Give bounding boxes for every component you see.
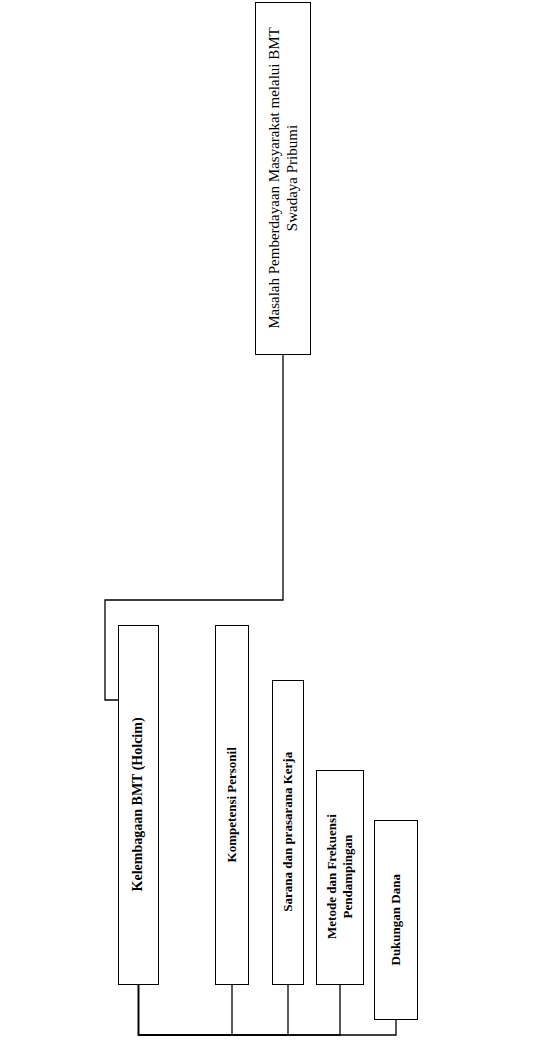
box-text: Sarana dan prasarana Kerja xyxy=(280,688,296,977)
box-label: Sarana dan prasarana Kerja xyxy=(280,688,296,977)
box-label: Masalah Pemberdayaan Masyarakat melalui … xyxy=(265,12,301,345)
box-text: Masalah Pemberdayaan Masyarakat melalui … xyxy=(265,12,301,345)
box-text: Kelembagaan BMT (Holcim) xyxy=(130,636,147,972)
box-text: Kompetensi Personil xyxy=(224,634,240,976)
process-box: Dukungan Dana xyxy=(374,820,418,1020)
process-box: Sarana dan prasarana Kerja xyxy=(272,680,304,985)
process-box: Masalah Pemberdayaan Masyarakat melalui … xyxy=(255,2,311,355)
connector-line xyxy=(139,985,233,1035)
box-text: Dukungan Dana xyxy=(388,834,404,1006)
process-box: Kompetensi Personil xyxy=(215,625,249,985)
box-label: Metode dan Frekuensi Pendampingan xyxy=(324,778,355,977)
connector-line xyxy=(139,985,289,1035)
connector-line xyxy=(139,985,341,1035)
box-label: Dukungan Dana xyxy=(388,834,404,1006)
box-label: Kelembagaan BMT (Holcim) xyxy=(130,636,147,972)
connector-line xyxy=(139,985,397,1035)
process-box: Kelembagaan BMT (Holcim) xyxy=(118,625,159,985)
box-label: Kompetensi Personil xyxy=(224,634,240,976)
process-box: Metode dan Frekuensi Pendampingan xyxy=(316,770,364,985)
box-text: Metode dan Frekuensi Pendampingan xyxy=(324,778,355,977)
